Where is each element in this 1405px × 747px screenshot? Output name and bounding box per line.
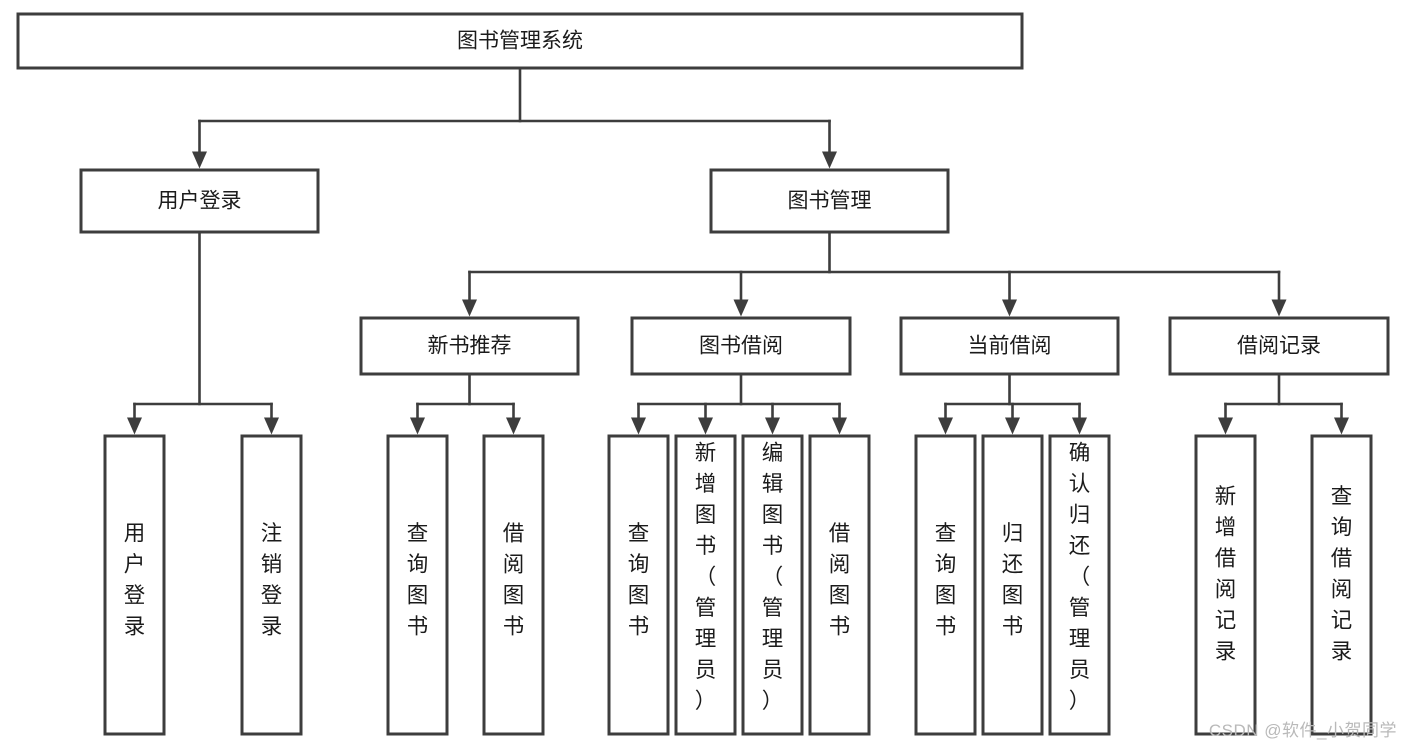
arrow-head-icon: [733, 299, 749, 317]
arrow-head-icon: [192, 151, 207, 169]
arrow-head-icon: [1002, 299, 1017, 317]
leaf-leaf-logout-box[interactable]: [240, 434, 303, 736]
level3-new-book-rec-box[interactable]: [359, 316, 580, 376]
leaf-leaf-query-book-2-box[interactable]: [607, 434, 670, 736]
arrow-head-icon: [1334, 417, 1349, 435]
leaf-leaf-add-record-label: 新增借阅记录: [1215, 485, 1237, 664]
arrow-head-icon: [1005, 417, 1020, 435]
leaf-leaf-confirm-return-label: 确认归还（管理员）: [1069, 441, 1091, 713]
leaf-leaf-confirm-return-box[interactable]: [1048, 434, 1111, 736]
arrow-head-icon: [264, 417, 279, 435]
arrow-head-icon: [1072, 417, 1087, 435]
leaf-leaf-edit-book-box[interactable]: [741, 434, 804, 736]
arrow-head-icon: [462, 299, 477, 317]
level3-borrow-record-label: 借阅记录: [1237, 335, 1321, 358]
leaf-leaf-return-book-box[interactable]: [981, 434, 1044, 736]
leaf-leaf-edit-book-label: 编辑图书（管理员）: [762, 441, 784, 713]
level3-book-borrow-box[interactable]: [630, 316, 852, 376]
arrow-head-icon: [1218, 417, 1233, 435]
leaf-leaf-query-record-box[interactable]: [1310, 434, 1373, 736]
leaf-leaf-query-book-3-label: 查询图书: [935, 522, 957, 639]
leaf-leaf-query-book-1-box[interactable]: [386, 434, 449, 736]
leaf-leaf-return-book-label: 归还图书: [1002, 522, 1024, 639]
level2-book-manage-box[interactable]: [709, 168, 950, 234]
leaf-leaf-user-login-label: 用户登录: [124, 522, 146, 639]
level2-book-manage-label: 图书管理: [788, 190, 872, 213]
leaf-leaf-query-book-1-label: 查询图书: [407, 522, 429, 639]
leaf-leaf-borrow-book-1-label: 借阅图书: [503, 522, 525, 639]
arrow-head-icon: [410, 417, 425, 435]
root-node-label: 图书管理系统: [457, 30, 583, 53]
leaf-leaf-query-book-3-box[interactable]: [914, 434, 977, 736]
arrow-head-icon: [127, 417, 142, 435]
leaf-leaf-borrow-book-1-box[interactable]: [482, 434, 545, 736]
arrow-head-icon: [765, 417, 780, 435]
arrow-head-icon: [832, 417, 847, 435]
arrow-head-icon: [822, 151, 837, 169]
leaf-leaf-add-record-box[interactable]: [1194, 434, 1257, 736]
level3-book-borrow-label: 图书借阅: [699, 335, 783, 358]
leaf-leaf-borrow-book-2-label: 借阅图书: [829, 522, 851, 639]
root-node-box[interactable]: [16, 12, 1024, 70]
level3-current-borrow-label: 当前借阅: [968, 335, 1052, 358]
leaf-leaf-user-login-box[interactable]: [103, 434, 166, 736]
leaf-leaf-add-book-label: 新增图书（管理员）: [695, 441, 717, 713]
level3-borrow-record-box[interactable]: [1168, 316, 1390, 376]
level2-user-login-box[interactable]: [79, 168, 320, 234]
arrow-head-icon: [1271, 299, 1287, 317]
arrow-head-icon: [938, 417, 953, 435]
arrow-head-icon: [698, 417, 713, 435]
leaf-leaf-logout-label: 注销登录: [261, 522, 283, 639]
connectors-layer: [127, 66, 1349, 435]
leaf-leaf-query-record-label: 查询借阅记录: [1331, 485, 1353, 664]
leaf-leaf-borrow-book-2-box[interactable]: [808, 434, 871, 736]
arrow-head-icon: [631, 417, 646, 435]
leaf-leaf-query-book-2-label: 查询图书: [628, 522, 650, 639]
level3-current-borrow-box[interactable]: [899, 316, 1120, 376]
boxes-layer: 图书管理系统用户登录图书管理新书推荐图书借阅当前借阅借阅记录用户登录注销登录查询…: [16, 12, 1390, 736]
level2-user-login-label: 用户登录: [158, 190, 242, 213]
arrow-head-icon: [506, 417, 521, 435]
level3-new-book-rec-label: 新书推荐: [428, 335, 512, 358]
leaf-leaf-add-book-box[interactable]: [674, 434, 737, 736]
